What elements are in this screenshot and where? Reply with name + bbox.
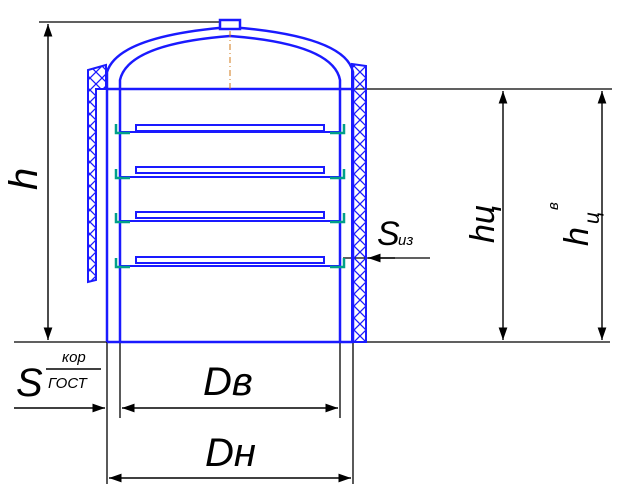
label-s-body-sup: кор bbox=[62, 349, 86, 366]
label-h: h bbox=[2, 168, 46, 190]
insulation-layer bbox=[87, 62, 367, 343]
label-h-cyl-inner-base: h bbox=[558, 227, 596, 246]
label-d-outer: Dн bbox=[205, 431, 256, 475]
label-s-body: S bbox=[16, 361, 43, 405]
label-h-cyl-inner: h ц в bbox=[545, 202, 604, 246]
dimension-lines bbox=[14, 24, 607, 483]
label-d-inner: Dв bbox=[203, 360, 253, 404]
top-nozzle bbox=[218, 18, 242, 31]
label-h-cyl: hц bbox=[464, 205, 502, 243]
inner-shell bbox=[118, 34, 342, 342]
tray bbox=[114, 256, 346, 269]
tray bbox=[114, 211, 346, 224]
label-s-insulation: S bbox=[377, 215, 400, 253]
label-h-cyl-inner-sub: ц bbox=[581, 212, 604, 224]
label-h-cyl-inner-sup: в bbox=[545, 202, 562, 210]
insulation-left bbox=[87, 63, 107, 284]
tray bbox=[114, 124, 346, 135]
label-s-body-sub: ГОСТ bbox=[48, 375, 89, 392]
extension-lines bbox=[14, 21, 612, 484]
trays bbox=[114, 124, 346, 269]
label-s-insulation-sub: из bbox=[398, 232, 413, 249]
tray bbox=[114, 166, 346, 180]
vessel-body bbox=[105, 18, 355, 344]
